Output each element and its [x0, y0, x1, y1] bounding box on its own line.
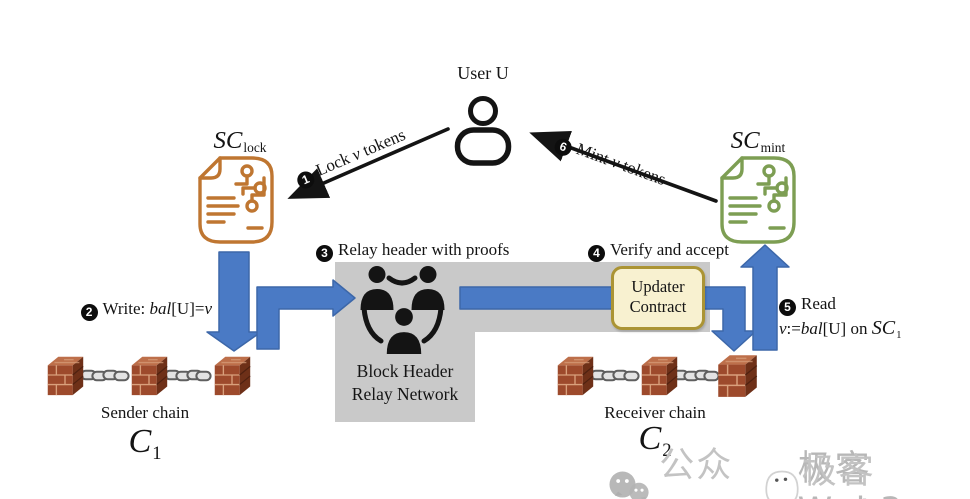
write-arrow	[206, 251, 262, 352]
wechat-icon	[609, 471, 649, 499]
lock-arrow	[287, 127, 450, 199]
sender-chain-label: Sender chain	[100, 403, 190, 422]
watermark: 公众号 极客 Web3	[606, 437, 970, 499]
sc-lock-label: SClock	[213, 127, 267, 155]
watermark-brand: 极客 Web3	[801, 451, 907, 499]
step-read-number: 5	[779, 299, 796, 316]
receiver-chain-icon	[557, 354, 758, 398]
lock-contract-icon	[198, 156, 274, 244]
relay-to-receiver-arrow	[459, 286, 757, 352]
sender-chain-icon	[47, 356, 251, 396]
sc-mint-label: SCmint	[730, 127, 786, 155]
user-icon	[454, 96, 512, 166]
step-write-number: 2	[80, 304, 98, 321]
step-read-formula: v:=bal[U] on SC1	[779, 317, 902, 341]
user-label: User U	[457, 63, 509, 83]
relay-network-label: Block Header Relay Network	[351, 361, 459, 404]
ghost-logo-icon	[765, 470, 799, 499]
chain-to-relay-arrow	[256, 279, 356, 350]
watermark-prefix: 公众号	[659, 446, 734, 499]
sender-chain-symbol: C1	[128, 423, 162, 464]
read-arrow	[740, 244, 790, 351]
updater-line1: Updater	[631, 277, 685, 296]
receiver-chain-label: Receiver chain	[604, 403, 706, 422]
mint-contract-icon	[720, 156, 796, 244]
updater-line2: Contract	[629, 297, 687, 316]
relay-people-icon	[360, 266, 445, 354]
updater-contract-box: Updater Contract	[611, 266, 705, 330]
step-verify-number: 4	[588, 245, 605, 262]
receiver-chain-symbol: C2	[638, 420, 672, 461]
step-relay-number: 3	[316, 245, 333, 262]
